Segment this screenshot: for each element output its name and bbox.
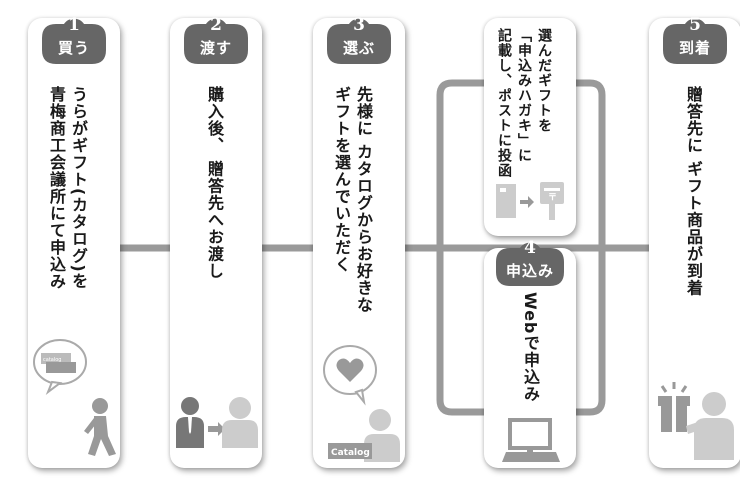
receiver-person-icon (686, 392, 734, 460)
postcard-icon (496, 184, 516, 218)
step-2-text: 購入後、 贈答先へお渡し (205, 86, 224, 280)
catalog-label: Catalog (331, 448, 370, 458)
branch-right (575, 79, 606, 416)
step-1-label: 買う (57, 39, 90, 57)
postcard-text-line-2: 「申込みハガキ」に (516, 28, 532, 163)
gift-box-icon (658, 382, 690, 432)
branch-upper-left (436, 79, 486, 248)
step-1-tab (42, 18, 106, 64)
step-5-label: 到着 (678, 39, 711, 57)
computer-icon (502, 418, 560, 462)
step-5-illustration (658, 382, 734, 460)
svg-text:catalog: catalog (43, 357, 61, 363)
step-2-number: 2 (210, 15, 222, 35)
branch-lower-left (436, 248, 486, 416)
catalog-bubble-icon: catalog (33, 339, 87, 395)
heart-bubble-icon (323, 345, 377, 406)
step-1-illustration: catalog (33, 339, 116, 456)
walking-person-icon (84, 398, 116, 456)
postbox-icon: 〒 (540, 182, 564, 220)
postcard-text-line-1: 選んだギフトを (536, 28, 552, 133)
step-4-label: 申込み (505, 262, 554, 280)
step-3-illustration: Catalog (323, 345, 400, 462)
step-4-number: 4 (524, 238, 536, 258)
catalog-book-icon (328, 443, 372, 459)
postcard-text-line-3: 記載し、ポストに投函 (496, 28, 512, 178)
step-5-text: 贈答先に ギフト商品が到着 (684, 86, 703, 297)
step-2-illustration (176, 397, 258, 448)
reader-person-icon (364, 409, 400, 462)
step-4-tab (496, 242, 564, 286)
arrow-right-icon (520, 196, 534, 208)
arrow-right-icon (208, 422, 225, 436)
step-1-text-line-1: うらがギフト(カタログ)を (69, 86, 88, 290)
step-2-label: 渡す (199, 39, 232, 57)
step-1-card (28, 18, 120, 468)
step-5-tab (663, 18, 727, 64)
businessman-icon (176, 397, 204, 448)
step-5-number: 5 (689, 15, 701, 35)
step-2-tab (184, 18, 248, 64)
step-3-tab (327, 18, 391, 64)
step-3-text-line-1: 先様に カタログからお好きな (354, 86, 373, 314)
step-1-text-line-2: 青梅商工会議所にて申込み (47, 86, 66, 290)
svg-text:〒: 〒 (548, 193, 557, 203)
step-3-label: 選ぶ (342, 39, 375, 57)
step-3-text-line-2: ギフトを選んでいただく (332, 86, 351, 273)
step-2-card (170, 18, 262, 468)
step-1-number: 1 (68, 15, 80, 35)
step-4-text: Webで申込み (521, 292, 540, 403)
recipient-person-icon (222, 397, 258, 448)
step-5-card (649, 18, 740, 468)
postcard-illustration: 〒 (496, 182, 564, 220)
step-3-number: 3 (353, 15, 365, 35)
